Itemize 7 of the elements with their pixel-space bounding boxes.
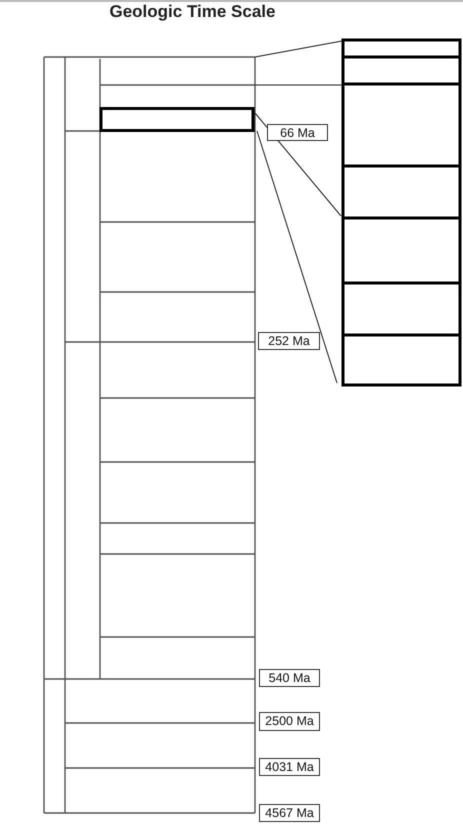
age-label: 66 Ma — [267, 124, 328, 141]
age-label: 2500 Ma — [259, 712, 320, 731]
title: Geologic Time Scale — [108, 2, 276, 22]
age-label: 4567 Ma — [259, 804, 320, 822]
age-label: 4031 Ma — [259, 758, 320, 776]
age-label: 540 Ma — [259, 669, 320, 687]
age-label: 252 Ma — [258, 332, 320, 350]
